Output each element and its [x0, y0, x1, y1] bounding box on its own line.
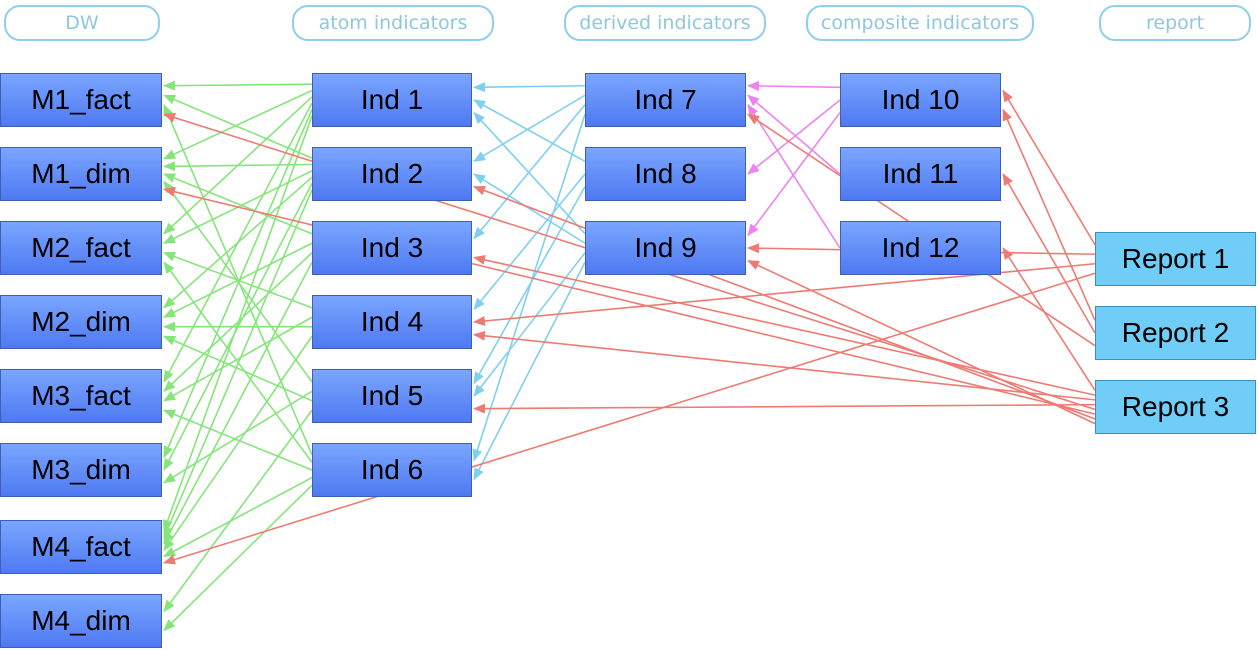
node-m2-dim[interactable]: M2_dim	[0, 295, 162, 349]
edge-ind1-to-m3_fact	[163, 102, 313, 383]
edge-ind2-to-m3_dim	[163, 183, 313, 471]
edge-ind1-to-m4_fact	[162, 115, 313, 533]
node-ind-6[interactable]: Ind 6	[312, 443, 472, 497]
edge-ind1-to-m3_dim	[163, 109, 313, 459]
node-ind-7[interactable]: Ind 7	[585, 73, 746, 127]
edge-ind8-to-ind1	[473, 99, 586, 163]
edge-ind11-to-ind7	[747, 94, 841, 175]
edge-report2-to-ind11	[1002, 173, 1096, 334]
edge-ind7-to-ind3	[473, 104, 586, 240]
edge-ind6-to-m1_fact	[163, 103, 313, 456]
edge-ind1-to-m2_fact	[163, 96, 313, 235]
node-m1-dim[interactable]: M1_dim	[0, 147, 162, 201]
edge-ind1-to-m1_fact	[163, 80, 313, 91]
edge-ind8-to-ind5	[473, 186, 586, 385]
edge-report2-to-ind10	[1002, 108, 1096, 321]
node-ind-9[interactable]: Ind 9	[585, 221, 746, 275]
edge-ind1-to-m1_dim	[163, 89, 313, 160]
edge-ind2-to-m4_fact	[163, 189, 313, 539]
node-m3-dim[interactable]: M3_dim	[0, 443, 162, 497]
node-ind-1[interactable]: Ind 1	[312, 73, 472, 127]
node-report-2[interactable]: Report 2	[1095, 306, 1256, 360]
edge-ind6-to-m4_dim	[163, 484, 313, 632]
header-dw: DW	[4, 5, 160, 41]
header-derived-indicators: derived indicators	[564, 5, 766, 41]
node-ind-11[interactable]: Ind 11	[840, 147, 1001, 201]
edge-ind3-to-m2_dim	[163, 242, 313, 318]
edge-ind5-to-m3_dim	[163, 390, 313, 484]
edge-ind2-to-m1_dim	[163, 161, 313, 172]
header-report: report	[1099, 5, 1251, 41]
node-ind-12[interactable]: Ind 12	[840, 221, 1001, 275]
edge-ind9-to-ind1	[473, 111, 586, 235]
edge-ind6-to-m3_fact	[163, 409, 313, 471]
edge-ind9-to-ind5	[473, 252, 586, 397]
header-composite-indicators: composite indicators	[806, 5, 1034, 41]
edge-ind7-to-ind6	[472, 114, 586, 462]
node-ind-4[interactable]: Ind 4	[312, 295, 472, 349]
node-ind-3[interactable]: Ind 3	[312, 221, 472, 275]
node-m3-fact[interactable]: M3_fact	[0, 369, 162, 423]
node-ind-5[interactable]: Ind 5	[312, 369, 472, 423]
edge-ind9-to-ind6	[473, 261, 586, 481]
node-m2-fact[interactable]: M2_fact	[0, 221, 162, 275]
edge-ind3-to-m4_fact	[163, 261, 313, 545]
edge-report3-to-ind5	[473, 403, 1096, 414]
node-ind-2[interactable]: Ind 2	[312, 147, 472, 201]
edge-ind4-to-m3_fact	[163, 316, 313, 402]
edge-report1-to-m4_fact	[163, 272, 1096, 565]
node-ind-10[interactable]: Ind 10	[840, 73, 1001, 127]
edge-report1-to-ind10	[1002, 89, 1096, 246]
node-report-1[interactable]: Report 1	[1095, 232, 1256, 286]
edge-ind9-to-ind2	[473, 173, 586, 244]
edge-ind4-to-m4_fact	[163, 335, 313, 551]
edge-report3-to-ind9	[747, 259, 1096, 425]
node-report-3[interactable]: Report 3	[1095, 380, 1256, 434]
edge-ind2-to-m1_fact	[163, 94, 313, 159]
edge-ind8-to-ind4	[473, 173, 586, 311]
node-m4-dim[interactable]: M4_dim	[0, 594, 162, 648]
edge-ind7-to-ind1	[473, 82, 586, 93]
edge-ind12-to-ind7	[747, 103, 841, 249]
edge-ind4-to-m2_fact	[163, 251, 313, 309]
edge-report3-to-ind4	[473, 330, 1096, 401]
node-ind-8[interactable]: Ind 8	[585, 147, 746, 201]
edge-ind10-to-ind8	[747, 99, 841, 175]
node-m4-fact[interactable]: M4_fact	[0, 520, 162, 574]
edge-ind6-to-m2_fact	[163, 261, 313, 463]
node-m1-fact[interactable]: M1_fact	[0, 73, 162, 127]
edge-ind2-to-m2_fact	[163, 170, 313, 244]
edge-report3-to-ind12	[1002, 247, 1096, 391]
edge-report1-to-ind4	[473, 262, 1096, 326]
edge-ind5-to-m2_dim	[163, 335, 313, 402]
edge-ind3-to-m1_dim	[163, 173, 313, 235]
edge-ind3-to-m3_fact	[163, 252, 313, 392]
header-atom-indicators: atom indicators	[292, 5, 494, 41]
edge-ind5-to-m1_dim	[163, 180, 313, 383]
edge-ind10-to-ind7	[747, 80, 841, 91]
edge-ind2-to-m2_dim	[163, 176, 313, 309]
edge-ind5-to-m4_dim	[163, 409, 313, 613]
edge-ind7-to-ind2	[473, 94, 586, 163]
edge-report3-to-ind3	[473, 254, 1096, 396]
edge-report3-to-ind2	[473, 185, 1096, 420]
edge-ind6-to-m4_fact	[163, 476, 313, 558]
edge-ind10-to-ind9	[747, 112, 841, 237]
